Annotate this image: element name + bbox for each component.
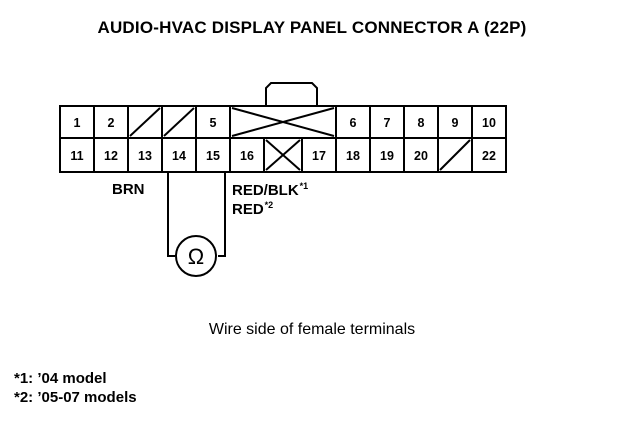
terminal-9: 9	[451, 115, 459, 130]
footnote-1-mark: *1:	[14, 370, 34, 387]
terminal-6: 6	[349, 115, 357, 130]
footnote-2: *2: ’05-07 models	[14, 389, 137, 406]
wire-label-red-blk-text: RED/BLK	[232, 182, 299, 199]
wire-label-red-blk: RED/BLK*1	[232, 181, 308, 199]
ohm-icon: Ω	[187, 244, 205, 269]
terminal-14: 14	[172, 148, 186, 163]
terminal-10: 10	[482, 115, 496, 130]
footnote-2-mark: *2:	[14, 389, 34, 406]
diagram-caption: Wire side of female terminals	[208, 321, 416, 338]
terminal-20: 20	[414, 148, 428, 163]
footnote-1-text: ’04 model	[37, 370, 107, 387]
terminal-17: 17	[312, 148, 326, 163]
footnote-2-text: ’05-07 models	[37, 389, 137, 406]
terminal-19: 19	[380, 148, 394, 163]
diagram-title: AUDIO-HVAC DISPLAY PANEL CONNECTOR A (22…	[97, 18, 527, 37]
wire-label-red-text: RED	[232, 201, 264, 218]
terminal-2: 2	[107, 115, 115, 130]
terminal-13: 13	[138, 148, 152, 163]
terminal-5: 5	[209, 115, 217, 130]
terminal-7: 7	[383, 115, 391, 130]
terminal-15: 15	[206, 148, 220, 163]
terminal-1: 1	[73, 115, 81, 130]
terminal-12: 12	[104, 148, 118, 163]
wire-label-brn: BRN	[112, 181, 145, 198]
terminal-16: 16	[240, 148, 254, 163]
footnote-mark-1: *1	[299, 181, 309, 191]
footnote-mark-2: *2	[264, 200, 274, 210]
terminal-18: 18	[346, 148, 360, 163]
terminal-11: 11	[70, 148, 84, 163]
terminal-8: 8	[417, 115, 425, 130]
terminal-22: 22	[482, 148, 496, 163]
footnote-1: *1: ’04 model	[14, 370, 107, 387]
wire-label-red: RED*2	[232, 200, 273, 218]
